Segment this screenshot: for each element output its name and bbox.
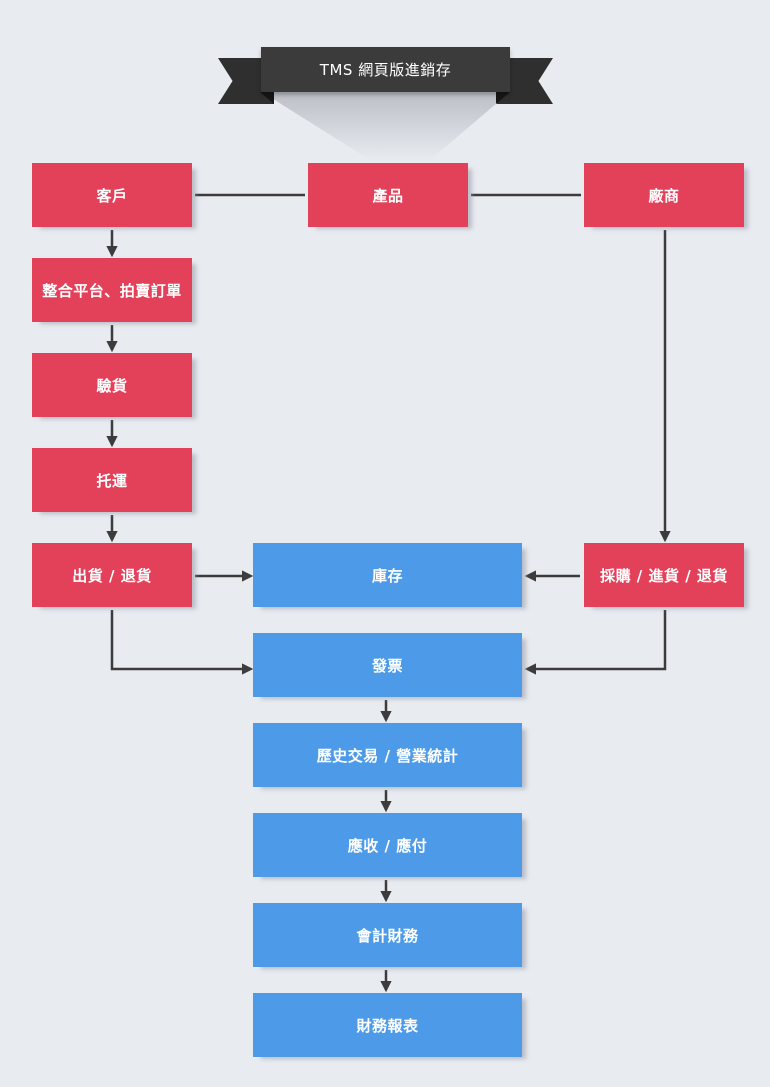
node-inspection: 驗貨 (32, 353, 192, 417)
node-order-integration: 整合平台、拍賣訂單 (32, 258, 192, 322)
node-accounting: 會計財務 (253, 903, 522, 967)
node-inventory: 庫存 (253, 543, 522, 607)
node-history-stats: 歷史交易 / 營業統計 (253, 723, 522, 787)
banner-title: TMS 網頁版進銷存 (261, 47, 510, 92)
node-invoice: 發票 (253, 633, 522, 697)
arrow-purchase-to-invoice (524, 610, 667, 675)
node-vendor: 廠商 (584, 163, 744, 227)
node-purchase: 採購 / 進貨 / 退貨 (584, 543, 744, 607)
node-ship-return: 出貨 / 退貨 (32, 543, 192, 607)
arrow-ship-return-to-invoice (110, 610, 254, 675)
node-receivable-payable: 應收 / 應付 (253, 813, 522, 877)
node-customer: 客戶 (32, 163, 192, 227)
node-financial-reports: 財務報表 (253, 993, 522, 1057)
node-product: 產品 (308, 163, 468, 227)
node-shipping: 托運 (32, 448, 192, 512)
